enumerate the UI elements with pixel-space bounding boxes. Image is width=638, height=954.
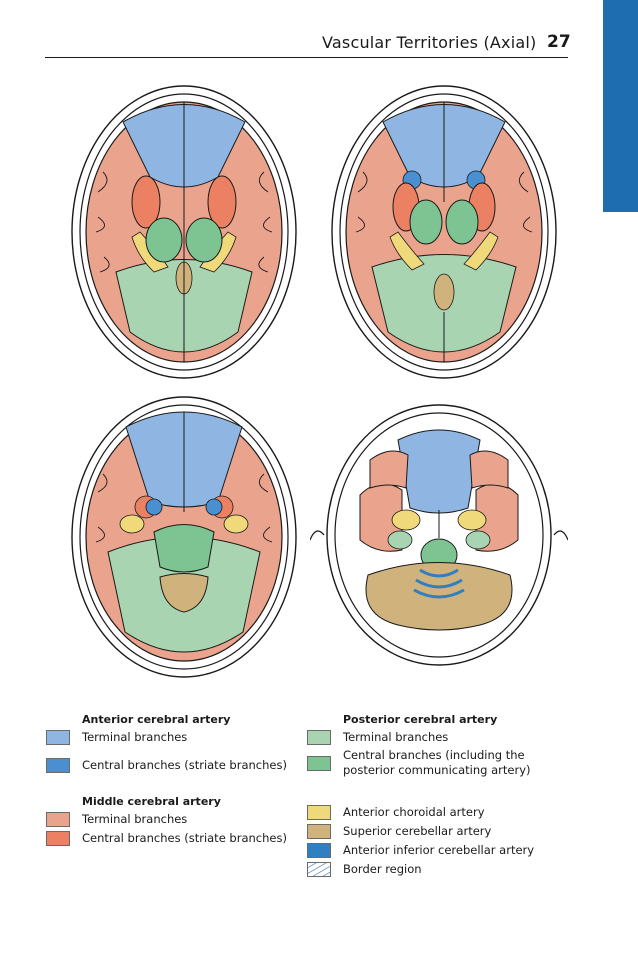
legend-label: Terminal branches [82, 812, 188, 826]
legend-item-aca-terminal: Terminal branches [46, 729, 306, 747]
legend-item-anterior-choroidal: Anterior choroidal artery [307, 804, 567, 822]
legend-left: Anterior cerebral artery Terminal branch… [46, 710, 306, 860]
legend-right: Posterior cerebral artery Terminal branc… [307, 710, 567, 880]
swatch-aca-central [46, 758, 70, 773]
legend-item-superior-cerebellar: Superior cerebellar artery [307, 823, 567, 841]
header-divider [45, 57, 568, 58]
swatch-superior-cerebellar [307, 824, 331, 839]
legend-item-border-region: Border region [307, 861, 567, 879]
legend-label: Border region [343, 862, 422, 876]
legend-item-mca-terminal: Terminal branches [46, 811, 306, 829]
swatch-aca-terminal [46, 730, 70, 745]
page-number: 27 [547, 32, 571, 52]
legend-label: Anterior choroidal artery [343, 805, 485, 819]
swatch-mca-central [46, 831, 70, 846]
legend-label-line1: Central branches (including the [343, 748, 525, 762]
swatch-pca-central [307, 756, 331, 771]
legend-label: Central branches (striate branches) [82, 831, 287, 845]
legend-label: Anterior inferior cerebellar artery [343, 843, 535, 857]
swatch-border-region [307, 862, 331, 877]
legend-label: Central branches (striate branches) [82, 758, 287, 772]
legend-label: Superior cerebellar artery [343, 824, 492, 838]
legend-item-pca-terminal: Terminal branches [307, 729, 567, 747]
page-title: Vascular Territories (Axial) [322, 33, 537, 52]
axial-section-midbrain [71, 396, 297, 678]
axial-section-basal-ganglia-left [71, 85, 297, 379]
swatch-mca-terminal [46, 812, 70, 827]
legend-label-line2: posterior communicating artery) [343, 763, 531, 777]
legend-item-aca-central: Central branches (striate branches) [46, 757, 306, 775]
swatch-aica [307, 843, 331, 858]
legend-label: Terminal branches [343, 730, 449, 744]
legend-item-mca-central: Central branches (striate branches) [46, 830, 306, 848]
legend-heading-aca: Anterior cerebral artery [82, 713, 231, 726]
legend-label: Terminal branches [82, 730, 188, 744]
legend-heading-mca: Middle cerebral artery [82, 795, 221, 808]
legend-heading-pca: Posterior cerebral artery [343, 713, 498, 726]
axial-section-basal-ganglia-right [331, 85, 557, 379]
legend-item-pca-central: Central branches (including the posterio… [307, 748, 567, 780]
axial-section-pons-cerebellum [310, 404, 568, 666]
swatch-anterior-choroidal [307, 805, 331, 820]
chapter-thumb-tab [603, 0, 638, 212]
legend-item-aica: Anterior inferior cerebellar artery [307, 842, 567, 860]
swatch-pca-terminal [307, 730, 331, 745]
